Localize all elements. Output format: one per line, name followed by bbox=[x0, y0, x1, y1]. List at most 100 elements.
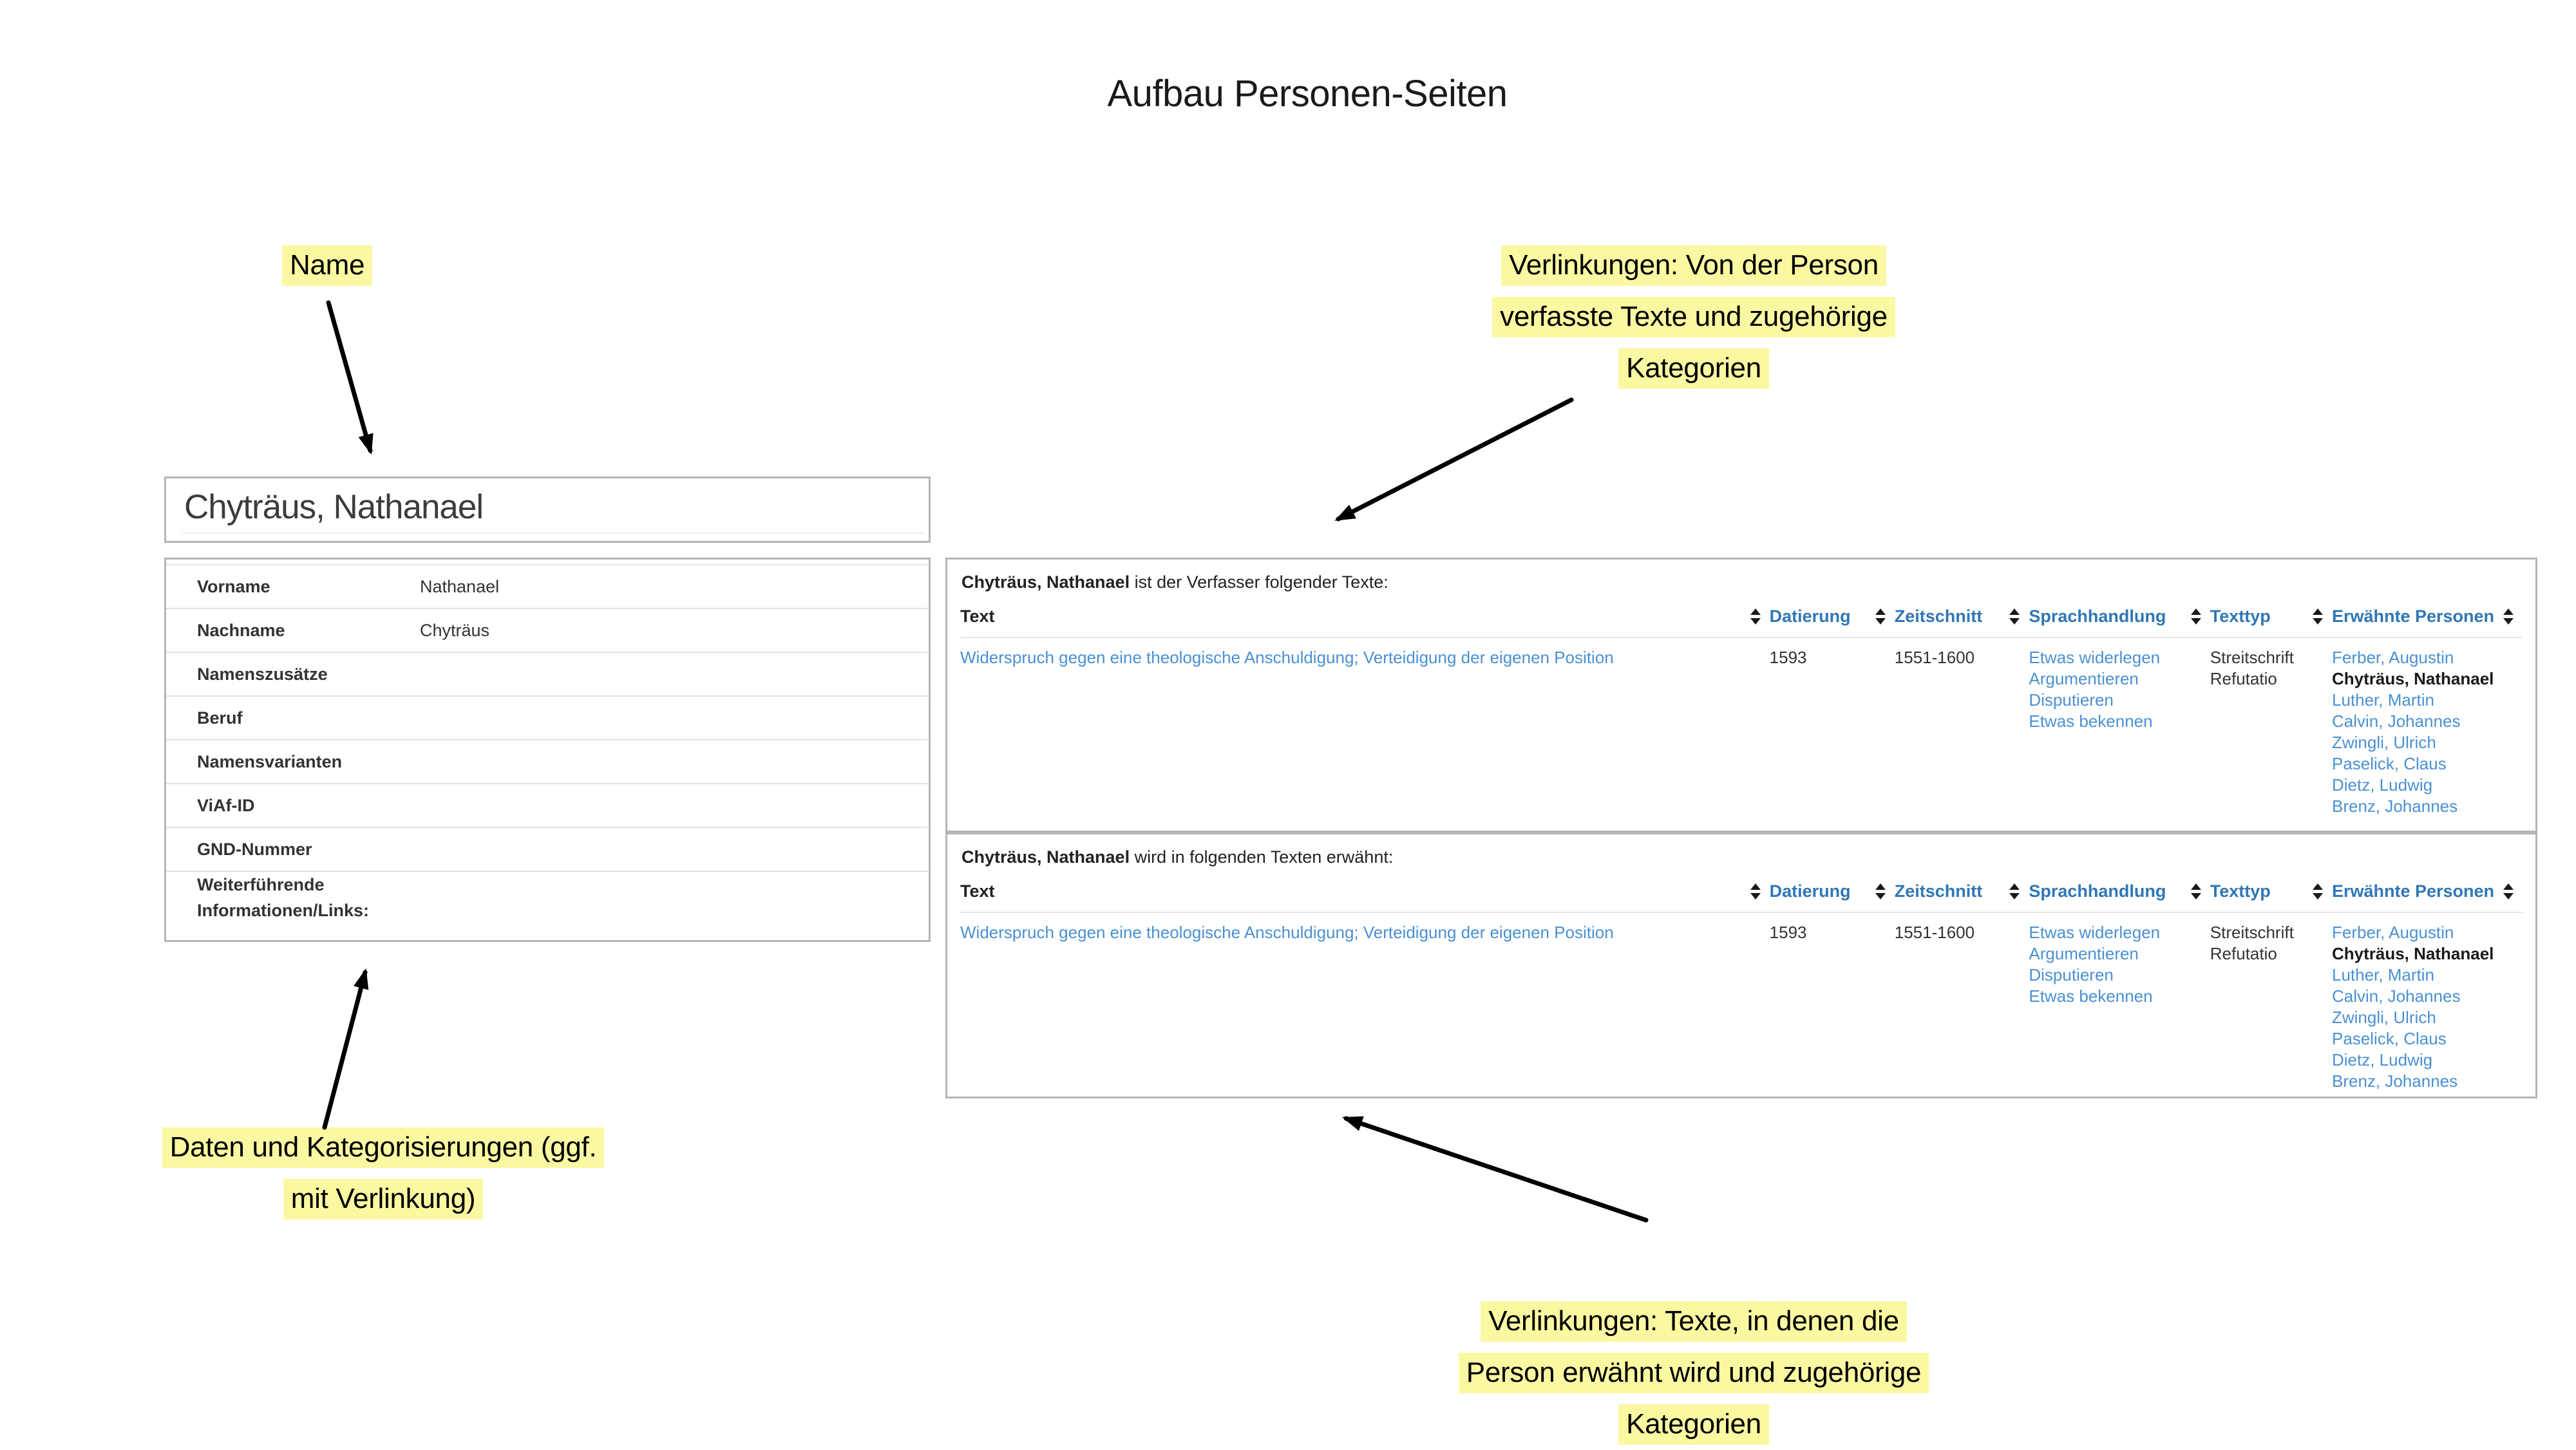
datierung-cell: 1593 bbox=[1769, 923, 1807, 942]
text-link[interactable]: Widerspruch gegen eine theologische Ansc… bbox=[960, 923, 1614, 942]
column-header-datierung[interactable]: Datierung bbox=[1770, 607, 1895, 626]
sort-icon[interactable] bbox=[1875, 608, 1886, 625]
sort-icon[interactable] bbox=[2009, 608, 2020, 625]
column-header-erwaehnte-personen[interactable]: Erwähnte Personen bbox=[2332, 881, 2523, 901]
sprachhandlung-link[interactable]: Argumentieren bbox=[2029, 669, 2139, 688]
zeitschnitt-cell: 1551-1600 bbox=[1894, 648, 1975, 667]
annotation-mentioned-texts: Verlinkungen: Texte, in denen die Person… bbox=[1404, 1295, 1984, 1450]
sprachhandlung-link[interactable]: Etwas bekennen bbox=[2029, 986, 2153, 1006]
sprachhandlung-link[interactable]: Disputieren bbox=[2029, 690, 2114, 710]
person-link[interactable]: Dietz, Ludwig bbox=[2331, 775, 2433, 795]
field-row: Weiterführende Informationen/Links: bbox=[166, 871, 929, 923]
sprachhandlung-link[interactable]: Etwas widerlegen bbox=[2029, 923, 2161, 942]
annotation-name: Name bbox=[282, 240, 373, 291]
column-header-zeitschnitt[interactable]: Zeitschnitt bbox=[1895, 881, 2029, 901]
person-link[interactable]: Zwingli, Ulrich bbox=[2331, 1008, 2436, 1027]
person-name-box: Chyträus, Nathanael bbox=[164, 476, 931, 543]
annotation-line: Kategorien bbox=[1618, 1404, 1769, 1445]
field-label: ViAf-ID bbox=[197, 796, 255, 815]
sort-icon[interactable] bbox=[2190, 883, 2201, 899]
person-link[interactable]: Zwingli, Ulrich bbox=[2331, 733, 2436, 752]
mentioned-caption: Chyträus, Nathanael wird in folgenden Te… bbox=[961, 847, 2523, 867]
sort-icon[interactable] bbox=[2503, 608, 2514, 625]
field-label: Namenszusätze bbox=[197, 664, 328, 684]
person-link[interactable]: Dietz, Ludwig bbox=[2331, 1050, 2433, 1069]
person-link[interactable]: Luther, Martin bbox=[2331, 965, 2434, 984]
caption-person-name: Chyträus, Nathanael bbox=[961, 847, 1130, 867]
mentioned-table-row: Widerspruch gegen eine theologische Ansc… bbox=[960, 922, 2523, 1092]
field-label: Vorname bbox=[197, 577, 270, 596]
arrow-name-to-heading bbox=[326, 300, 374, 455]
field-value: Nathanael bbox=[420, 576, 500, 596]
field-value: Chyträus bbox=[420, 620, 490, 640]
arrow-mentioned-to-panel bbox=[1342, 1116, 1649, 1223]
person-link[interactable]: Paselick, Claus bbox=[2331, 754, 2447, 773]
text-link[interactable]: Widerspruch gegen eine theologische Ansc… bbox=[960, 648, 1614, 667]
field-label: Nachname bbox=[197, 621, 285, 640]
field-label: Beruf bbox=[197, 708, 243, 728]
person-link[interactable]: Ferber, Augustin bbox=[2331, 923, 2454, 942]
column-header-text[interactable]: Text bbox=[960, 881, 1770, 901]
arrow-data-to-fields bbox=[322, 968, 369, 1130]
sprachhandlung-link[interactable]: Disputieren bbox=[2029, 965, 2114, 984]
person-link[interactable]: Ferber, Augustin bbox=[2331, 648, 2454, 667]
annotation-line: Person erwähnt wird und zugehörige bbox=[1458, 1353, 1929, 1393]
person-link[interactable]: Calvin, Johannes bbox=[2331, 711, 2461, 731]
arrow-authored-to-panel bbox=[1334, 397, 1574, 522]
annotation-line: verfasste Texte und zugehörige bbox=[1492, 297, 1895, 337]
sort-icon[interactable] bbox=[2009, 883, 2020, 899]
column-header-sprachhandlung[interactable]: Sprachhandlung bbox=[2029, 881, 2210, 901]
sort-icon[interactable] bbox=[2312, 608, 2323, 625]
caption-person-name: Chyträus, Nathanael bbox=[961, 572, 1130, 592]
person-link[interactable]: Luther, Martin bbox=[2331, 690, 2434, 710]
sprachhandlung-link[interactable]: Etwas widerlegen bbox=[2029, 648, 2161, 667]
page-title: Aufbau Personen-Seiten bbox=[1107, 73, 1508, 115]
field-row: Namenszusätze bbox=[166, 652, 929, 695]
person-link[interactable]: Paselick, Claus bbox=[2331, 1029, 2447, 1048]
field-label: Weiterführende Informationen/Links: bbox=[197, 875, 370, 920]
column-header-texttyp[interactable]: Texttyp bbox=[2210, 607, 2332, 626]
person-link[interactable]: Brenz, Johannes bbox=[2331, 796, 2458, 816]
authored-caption: Chyträus, Nathanael ist der Verfasser fo… bbox=[961, 572, 2523, 592]
column-header-datierung[interactable]: Datierung bbox=[1770, 881, 1895, 901]
texttyp-value: Streitschrift bbox=[2210, 923, 2294, 942]
caption-rest: wird in folgenden Texten erwähnt: bbox=[1130, 847, 1394, 867]
sprachhandlung-link[interactable]: Etwas bekennen bbox=[2029, 711, 2153, 731]
annotation-authored-texts: Verlinkungen: Von der Person verfasste T… bbox=[1404, 240, 1984, 394]
person-link[interactable]: Calvin, Johannes bbox=[2331, 986, 2461, 1006]
field-row: ViAf-ID bbox=[166, 783, 929, 827]
sprachhandlung-link[interactable]: Argumentieren bbox=[2029, 944, 2139, 963]
annotation-data-categorisations: Daten und Kategorisierungen (ggf. mit Ve… bbox=[61, 1122, 705, 1225]
sort-icon[interactable] bbox=[2312, 883, 2323, 899]
column-header-zeitschnitt[interactable]: Zeitschnitt bbox=[1895, 607, 2029, 626]
sort-icon[interactable] bbox=[2190, 608, 2201, 625]
authored-table-header: Text Datierung Zeitschnitt Sprachhandlun… bbox=[960, 607, 2523, 638]
field-label: GND-Nummer bbox=[197, 840, 312, 859]
person-link: Chyträus, Nathanael bbox=[2331, 669, 2494, 688]
annotation-line: Daten und Kategorisierungen (ggf. bbox=[162, 1127, 605, 1168]
caption-rest: ist der Verfasser folgender Texte: bbox=[1130, 572, 1388, 592]
authored-table-row: Widerspruch gegen eine theologische Ansc… bbox=[960, 647, 2523, 817]
sort-icon[interactable] bbox=[1750, 608, 1761, 625]
column-header-sprachhandlung[interactable]: Sprachhandlung bbox=[2029, 607, 2210, 626]
sort-icon[interactable] bbox=[1875, 883, 1886, 899]
mentioned-texts-panel: Chyträus, Nathanael wird in folgenden Te… bbox=[945, 833, 2537, 1098]
column-header-texttyp[interactable]: Texttyp bbox=[2210, 881, 2332, 901]
authored-texts-panel: Chyträus, Nathanael ist der Verfasser fo… bbox=[945, 558, 2537, 833]
column-header-erwaehnte-personen[interactable]: Erwähnte Personen bbox=[2332, 607, 2523, 626]
person-link[interactable]: Brenz, Johannes bbox=[2331, 1071, 2458, 1091]
column-header-text[interactable]: Text bbox=[960, 607, 1770, 626]
sort-icon[interactable] bbox=[2503, 883, 2514, 899]
field-row: GND-Nummer bbox=[166, 827, 929, 871]
person-name-heading: Chyträus, Nathanael bbox=[184, 488, 484, 526]
field-row: Nachname Chyträus bbox=[166, 608, 929, 652]
sort-icon[interactable] bbox=[1750, 883, 1761, 899]
texttyp-value: Refutatio bbox=[2210, 669, 2277, 688]
